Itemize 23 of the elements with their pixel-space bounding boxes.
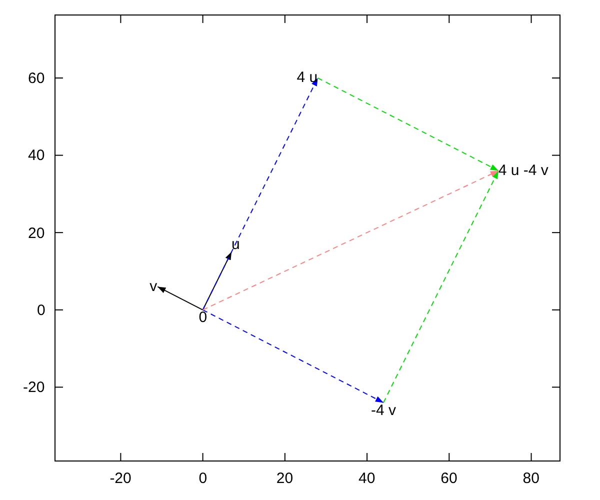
tick-label: 80 [522, 471, 540, 486]
vector-arrow [202, 78, 318, 310]
vector-arrow [202, 170, 499, 310]
tick-label: 20 [276, 471, 294, 486]
tick-label: -20 [23, 380, 45, 396]
tick-label: 60 [440, 471, 458, 486]
tick-label: 60 [28, 70, 45, 86]
vector-label: u [232, 236, 240, 252]
vector-arrow [202, 309, 384, 404]
vector-label: 4 u [296, 70, 318, 86]
tick-label: 0 [198, 471, 208, 486]
vector-arrow [157, 286, 204, 310]
tick-label: -20 [110, 471, 132, 486]
vector-label: 4 u -4 v [498, 163, 548, 178]
vector-label: -4 v [370, 402, 396, 418]
vector-label: 0 [198, 310, 208, 325]
vector-arrow [382, 170, 499, 404]
tick-label: 40 [28, 148, 45, 164]
vector-label: v [150, 279, 158, 294]
tick-label: 40 [358, 471, 376, 486]
vector-arrow [317, 78, 499, 172]
tick-label: 20 [28, 226, 45, 241]
tick-label: 0 [37, 302, 46, 318]
